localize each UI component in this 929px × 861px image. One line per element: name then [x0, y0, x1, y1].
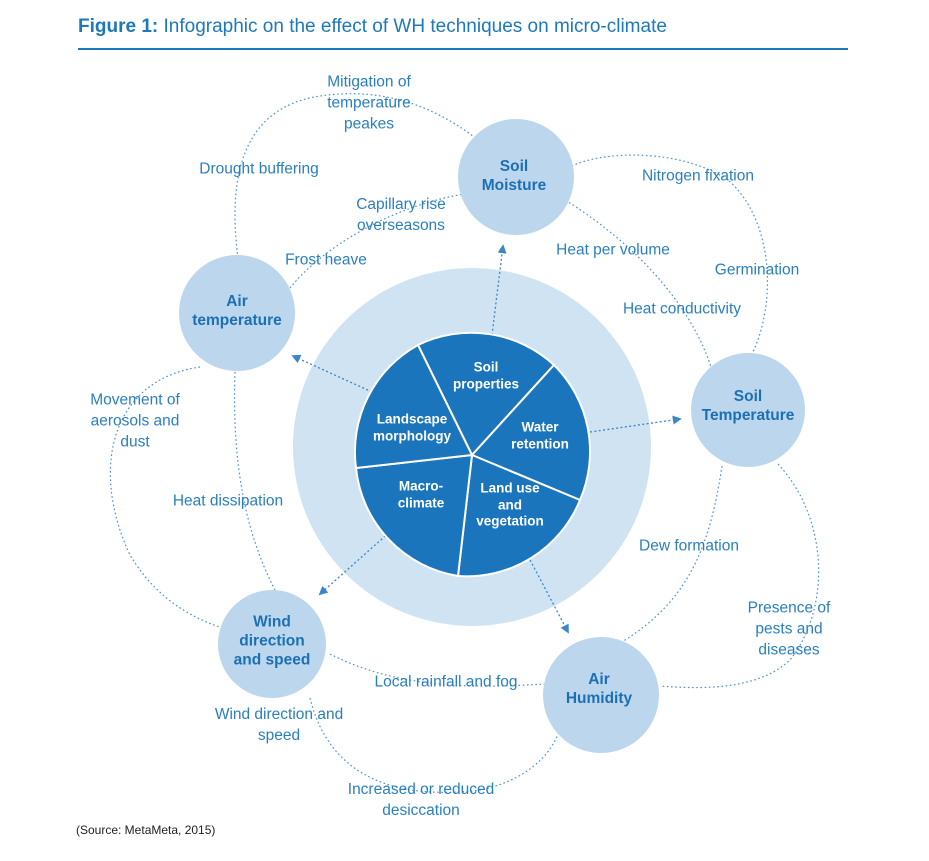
arrow-to-air-temperature [291, 354, 373, 393]
segment-macro-climate [354, 453, 474, 578]
arrow-to-soil-moisture [491, 244, 507, 336]
label-heat-conductivity: Heat conductivity [622, 300, 742, 318]
connector-airtemp-soilmoisture-outer [234, 93, 479, 259]
connector-lines [109, 93, 820, 793]
connector-soiltemp-humidity-outer [659, 463, 820, 689]
label-germination: Germination [714, 261, 800, 279]
factor-circles [179, 119, 805, 753]
label-heat-per-volume: Heat per volume [556, 241, 670, 259]
node-air-temperature: Air temperature [192, 293, 282, 329]
label-mitigation: Mitigation of temperature peakes [327, 73, 411, 133]
arrow-to-air-humidity [527, 555, 569, 634]
label-frost-heave: Frost heave [285, 251, 367, 269]
figure-title-text: Infographic on the effect of WH techniqu… [158, 16, 667, 37]
label-dew-formation: Dew formation [639, 537, 739, 555]
connector-airtemp-wind-inner [233, 371, 276, 591]
connector-soilmoisture-soiltemp-inner [561, 197, 713, 371]
node-soil-temperature: Soil Temperature [701, 388, 795, 424]
core-pie [353, 331, 591, 578]
label-desiccation: Increased or reduced desiccation [347, 781, 495, 819]
core-label-land-use: Land use and vegetation [476, 480, 544, 529]
arrow-to-wind [318, 529, 393, 596]
figure-title: Figure 1: Infographic on the effect of W… [78, 16, 667, 38]
source-note: (Source: MetaMeta, 2015) [76, 823, 216, 837]
connector-soiltemp-humidity-inner [621, 465, 723, 643]
connector-wind-humidity-lower [309, 697, 559, 793]
circle-air-humidity [543, 637, 659, 753]
connector-wind-humidity [329, 653, 545, 687]
circle-air-temperature [179, 255, 295, 371]
label-wind-direction: Wind direction and speed [214, 706, 344, 744]
circle-soil-temperature [691, 353, 805, 467]
label-drought-buffering: Drought buffering [199, 160, 319, 178]
segment-landscape-morphology [353, 343, 474, 470]
label-pests: Presence of pests and diseases [747, 599, 831, 659]
label-nitrogen-fixation: Nitrogen fixation [641, 167, 755, 185]
connector-airtemp-wind-outer [109, 366, 223, 629]
figure-label: Figure 1: [78, 16, 159, 37]
arrow-to-soil-temperature [589, 415, 682, 433]
node-soil-moisture: Soil Moisture [481, 158, 547, 194]
label-aerosols: Movement of aerosols and dust [90, 391, 180, 451]
core-label-soil-properties: Soil properties [452, 359, 520, 392]
core-arrows [291, 244, 682, 634]
circle-wind [218, 590, 326, 698]
core-label-macro-climate: Macro- climate [397, 478, 445, 511]
segment-land-use [456, 453, 582, 578]
label-capillary-rise: Capillary rise overseasons [356, 196, 446, 234]
label-heat-dissipation: Heat dissipation [172, 492, 284, 510]
core-label-water-retention: Water retention [511, 419, 569, 452]
node-wind: Wind direction and speed [233, 613, 311, 669]
node-air-humidity: Air Humidity [565, 671, 633, 707]
segment-soil-properties [416, 331, 556, 457]
label-rainfall-fog: Local rainfall and fog [374, 673, 518, 691]
circle-soil-moisture [458, 119, 574, 235]
title-rule [78, 48, 848, 50]
core-label-landscape-morphology: Landscape morphology [373, 411, 451, 444]
